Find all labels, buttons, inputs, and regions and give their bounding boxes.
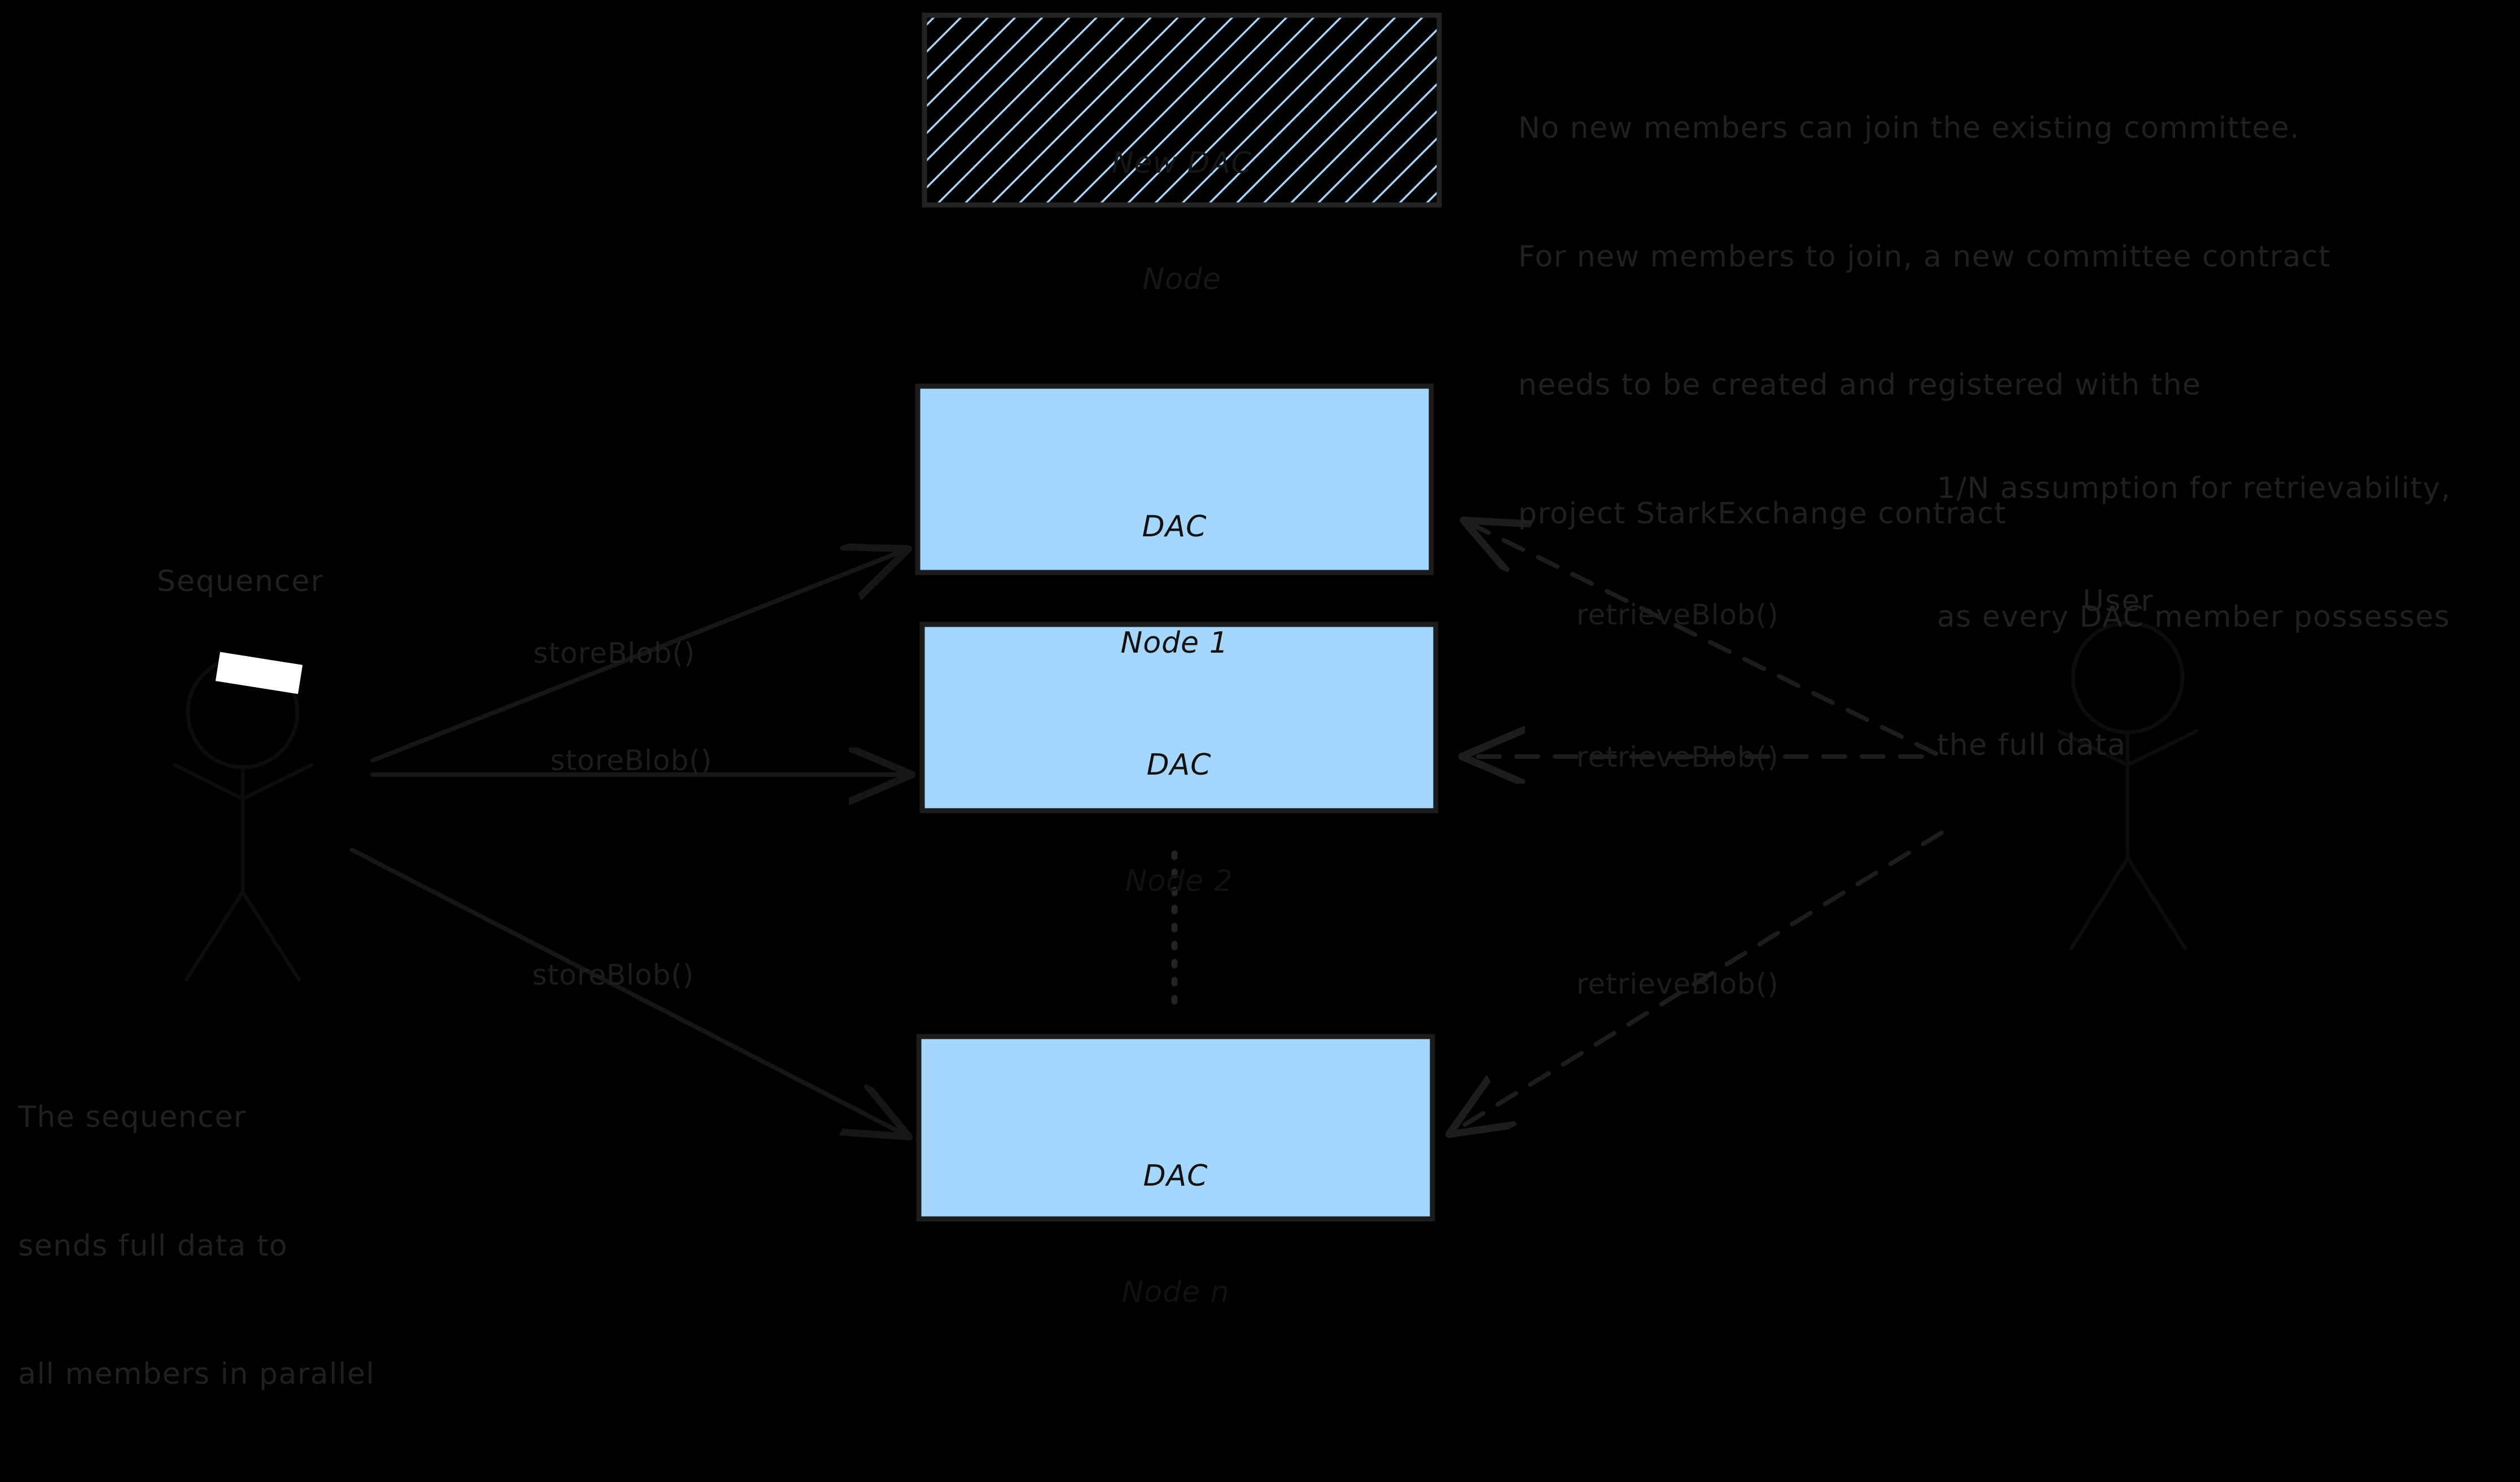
edge-label-store-blob-2: storeBlob() <box>550 744 713 777</box>
dac-node-n-subtitle: Node n <box>1121 1275 1230 1310</box>
edge-label-store-blob-1: storeBlob() <box>533 637 696 670</box>
edge-label-retrieve-blob-n: retrieveBlob() <box>1576 968 1779 1000</box>
edge-label-retrieve-blob-1: retrieveBlob() <box>1576 598 1779 631</box>
note-retrievability-line-2: as every DAC member possesses <box>1937 600 2451 634</box>
edge-label-retrieve-blob-2: retrieveBlob() <box>1576 741 1779 773</box>
note-retrievability-line-3: the full data <box>1937 728 2127 763</box>
new-dac-node-box[interactable] <box>922 12 1442 208</box>
diagram-vector-layer <box>173 12 2199 1222</box>
cursor-highlight <box>215 652 303 694</box>
dac-node-1-title: DAC <box>1142 510 1207 544</box>
new-dac-node-title: New DAC <box>1111 146 1252 181</box>
dac-node-2-title: DAC <box>1146 748 1212 782</box>
note-committee-line-2: For new members to join, a new committee… <box>1518 239 2331 274</box>
user-figure-icon <box>2057 620 2199 951</box>
note-sequencer-parallel: The sequencer sends full data to all mem… <box>18 1011 375 1482</box>
note-retrievability: 1/N assumption for retrievability, as ev… <box>1937 382 2451 853</box>
sequencer-figure-icon <box>173 655 314 982</box>
dac-node-1-label: DAC Node 1 <box>918 430 1431 740</box>
new-dac-node-subtitle: Node <box>1142 263 1221 297</box>
new-dac-node-label: New DAC Node <box>924 67 1439 377</box>
note-sequencer-line-1: The sequencer <box>18 1100 247 1134</box>
note-sequencer-line-2: sends full data to <box>18 1229 288 1263</box>
note-committee: No new members can join the existing com… <box>1518 21 2331 622</box>
note-sequencer-line-3: all members in parallel <box>18 1357 375 1392</box>
edge-retrieve-blob-1 <box>1467 522 1938 756</box>
edge-store-blob-1 <box>370 550 904 763</box>
dac-node-2-label: DAC Node 2 <box>922 668 1436 978</box>
dac-node-2-box[interactable] <box>919 622 1439 814</box>
note-committee-line-4: project StarkExchange contract <box>1518 496 2007 531</box>
edge-store-blob-n <box>349 847 905 1135</box>
dac-node-n-box[interactable] <box>916 1034 1435 1222</box>
dac-node-1-box[interactable] <box>915 383 1434 575</box>
user-label: User <box>2083 584 2154 618</box>
diagram-canvas: New DAC Node No new members can join the… <box>18 12 2451 1392</box>
note-committee-line-3: needs to be created and registered with … <box>1518 368 2202 403</box>
note-committee-line-1: No new members can join the existing com… <box>1518 111 2300 145</box>
note-retrievability-line-1: 1/N assumption for retrievability, <box>1937 471 2451 505</box>
edge-label-store-blob-n: storeBlob() <box>532 959 695 991</box>
dac-node-2-subtitle: Node 2 <box>1125 864 1233 899</box>
dac-node-n-label: DAC Node n <box>919 1079 1432 1389</box>
dac-node-n-title: DAC <box>1143 1159 1208 1194</box>
edge-retrieve-blob-n <box>1453 830 1944 1132</box>
dac-node-1-subtitle: Node 1 <box>1120 626 1229 661</box>
sequencer-label: Sequencer <box>157 565 324 598</box>
